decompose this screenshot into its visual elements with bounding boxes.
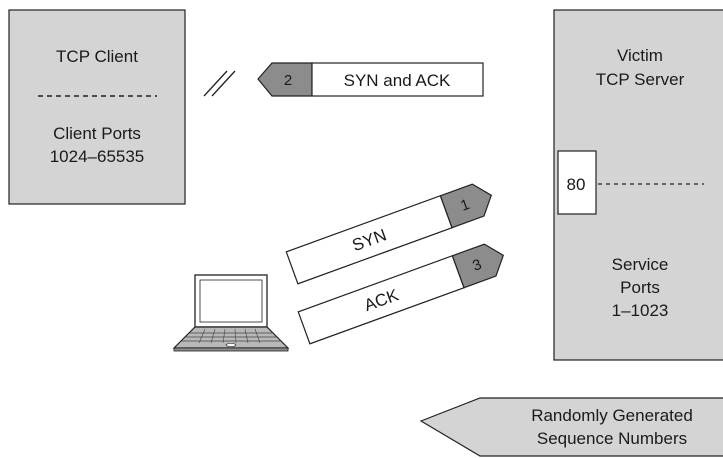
client-title: TCP Client bbox=[56, 47, 138, 66]
packet-2-body bbox=[311, 62, 484, 97]
server-title-line2: TCP Server bbox=[596, 70, 685, 89]
server-title-line1: Victim bbox=[617, 46, 663, 65]
broken-link-icon bbox=[203, 70, 236, 97]
packet-2-syn-ack: 2 SYN and ACK bbox=[257, 62, 484, 97]
sequence-callout-shape bbox=[419, 397, 723, 457]
port-80-box: 80 bbox=[557, 150, 597, 215]
packet-3-tab bbox=[451, 243, 505, 289]
packet-1-tab bbox=[439, 183, 493, 229]
packet-2-label: SYN and ACK bbox=[344, 71, 451, 90]
service-ports-line1: Service bbox=[612, 255, 669, 274]
packet-2-number: 2 bbox=[284, 72, 292, 89]
port-80-label: 80 bbox=[567, 175, 586, 194]
packet-3-ack: ACK 3 bbox=[297, 243, 505, 345]
packet-1-syn: SYN 1 bbox=[285, 183, 493, 285]
client-ports-range: 1024–65535 bbox=[50, 147, 145, 166]
client-ports-label: Client Ports bbox=[53, 124, 141, 143]
tcp-client-box: TCP Client Client Ports 1024–65535 bbox=[8, 9, 186, 205]
laptop-icon bbox=[172, 274, 290, 352]
callout-line2: Sequence Numbers bbox=[537, 429, 687, 448]
service-ports-line3: 1–1023 bbox=[612, 301, 669, 320]
sequence-callout: Randomly Generated Sequence Numbers bbox=[419, 397, 723, 457]
service-ports-line2: Ports bbox=[620, 278, 660, 297]
callout-line1: Randomly Generated bbox=[531, 406, 693, 425]
